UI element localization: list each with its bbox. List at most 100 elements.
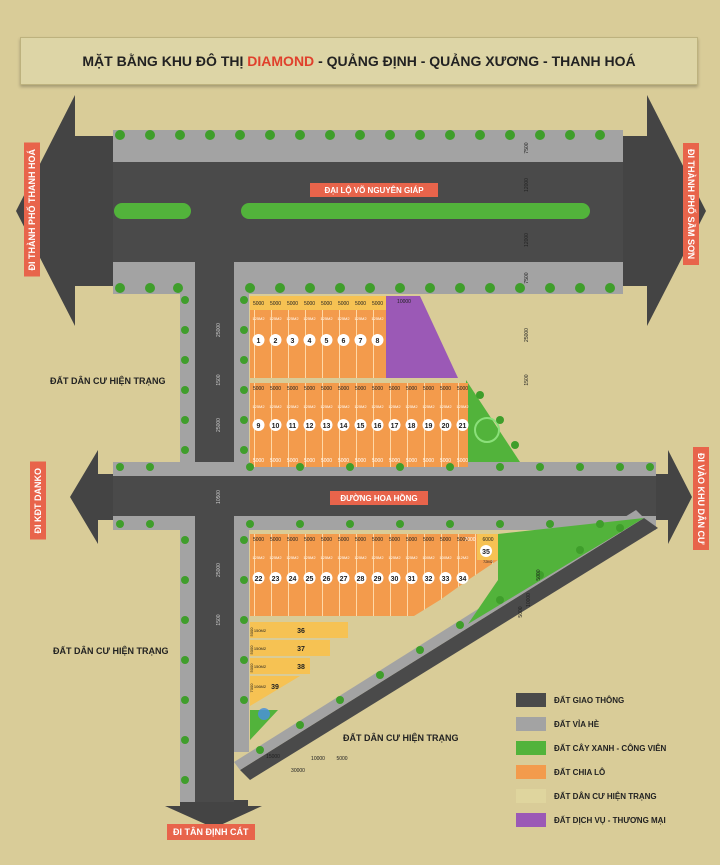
small-lot-depth: 5000	[249, 645, 254, 655]
tree	[565, 130, 575, 140]
dim-1500-c: 1500	[216, 614, 222, 625]
lot-area-label: 125M2	[337, 555, 350, 560]
lot-width-label-bottom: 5000	[423, 458, 434, 464]
legend-swatch	[516, 765, 546, 779]
lot-badge	[354, 572, 367, 584]
tree	[455, 283, 465, 293]
dim-10000-a: 10000	[526, 593, 532, 607]
tree	[173, 283, 183, 293]
lot-badge	[371, 572, 384, 584]
tree	[596, 520, 604, 528]
lot-area-label: 125M2	[303, 555, 316, 560]
lot-area-label: 125M2	[303, 404, 316, 409]
small-lot-depth: 5000	[249, 663, 254, 673]
legend-swatch	[516, 693, 546, 707]
lot-number: 30	[391, 576, 399, 583]
arrow-bottom	[165, 800, 262, 828]
lot-width-label-bottom: 5000	[406, 458, 417, 464]
lot-width-label: 5000	[372, 301, 383, 307]
lot-width-label: 5000	[321, 537, 332, 543]
tree	[575, 283, 585, 293]
lot-number: 29	[374, 576, 382, 583]
tree	[240, 616, 248, 624]
lot-area-label: 125M2	[320, 555, 333, 560]
tree	[511, 441, 519, 449]
tree	[355, 130, 365, 140]
dim-25000-c: 25000	[216, 418, 222, 432]
lot-area-label: 125M2	[269, 404, 282, 409]
lot-35: 6000 7000 72M2 35	[464, 537, 493, 564]
lot-area-label: 125M2	[269, 555, 282, 560]
lots-block-c: 5000125M2225000125M2235000125M2245000125…	[252, 537, 469, 584]
lot-area-label: 125M2	[354, 316, 367, 321]
road-vertical	[195, 262, 234, 802]
lot-badge	[422, 572, 435, 584]
lot-width-label: 5000	[287, 301, 298, 307]
lot-area-label: 125M2	[286, 555, 299, 560]
lot-badge	[252, 334, 265, 346]
lot-width-label: 5000	[372, 537, 383, 543]
lot-area-label: 125M2	[286, 316, 299, 321]
map-title: MẶT BẰNG KHU ĐÔ THỊ DIAMOND - QUẢNG ĐỊNH…	[20, 37, 698, 85]
tree	[175, 130, 185, 140]
lot-area-label: 125M2	[354, 555, 367, 560]
tree	[240, 416, 248, 424]
direction-label-left-mid: ĐI KĐT DANKO	[30, 462, 46, 540]
tree	[646, 463, 654, 471]
park-lower	[468, 518, 644, 624]
lot-width-label: 5000	[287, 386, 298, 392]
area-label-3: ĐẤT DÂN CƯ HIỆN TRẠNG	[343, 733, 459, 743]
lot-width-label: 5000	[355, 386, 366, 392]
lot-width-label: 5000	[304, 386, 315, 392]
road-diagonal	[240, 518, 658, 780]
direction-label-right-mid: ĐI VÀO KHU DÂN CƯ	[693, 447, 709, 551]
lot-35-badge	[480, 545, 492, 557]
lot-area-label: 125M2	[371, 316, 384, 321]
tree	[181, 576, 189, 584]
small-lot-number: 38	[297, 664, 305, 671]
lot-number: 10	[272, 423, 280, 430]
lot-width-label-bottom: 5000	[355, 458, 366, 464]
small-lot-36	[250, 622, 348, 638]
lot-width-label: 5000	[457, 386, 468, 392]
arrow-right-mid	[656, 450, 692, 544]
lot-badge	[337, 572, 350, 584]
tree	[205, 130, 215, 140]
lot-area-label: 125M2	[252, 316, 265, 321]
lot-badge	[303, 572, 316, 584]
lot-width-label-bottom: 5000	[372, 458, 383, 464]
dim-5000-b: 5000	[518, 606, 524, 617]
legend-item: ĐẤT CHIA LÔ	[516, 765, 605, 779]
lot-number: 25	[306, 576, 314, 583]
tree	[475, 130, 485, 140]
lot-width-label-bottom: 5000	[440, 458, 451, 464]
tree	[116, 463, 124, 471]
tree	[535, 130, 545, 140]
area-label-1: ĐẤT DÂN CƯ HIỆN TRẠNG	[50, 376, 166, 386]
legend-swatch	[516, 717, 546, 731]
lot-width-label: 5000	[440, 386, 451, 392]
lot-badge	[439, 572, 452, 584]
pond-icon	[258, 708, 270, 720]
tree	[515, 283, 525, 293]
lot-width-label: 5000	[389, 537, 400, 543]
tree	[275, 283, 285, 293]
direction-label-left-top: ĐI THÀNH PHỐ THANH HOÁ	[24, 143, 40, 277]
dim-7500-a: 7500	[524, 142, 530, 153]
dim-10000-b: 10000	[311, 756, 325, 762]
lot-number: 9	[257, 423, 261, 430]
title-highlight: DIAMOND	[247, 53, 315, 69]
lot-width-label: 5000	[423, 386, 434, 392]
lot-number: 28	[357, 576, 365, 583]
park-feature	[474, 417, 500, 443]
tree	[240, 536, 248, 544]
tree	[240, 356, 248, 364]
tree	[240, 576, 248, 584]
tree	[616, 524, 624, 532]
tree	[296, 463, 304, 471]
tree	[240, 296, 248, 304]
lots-block-b: 5000125M2950005000125M21050005000125M211…	[252, 386, 469, 464]
lot-area-label: 125M2	[252, 404, 265, 409]
lot-width-label: 5000	[406, 537, 417, 543]
lot-badge	[388, 419, 401, 431]
